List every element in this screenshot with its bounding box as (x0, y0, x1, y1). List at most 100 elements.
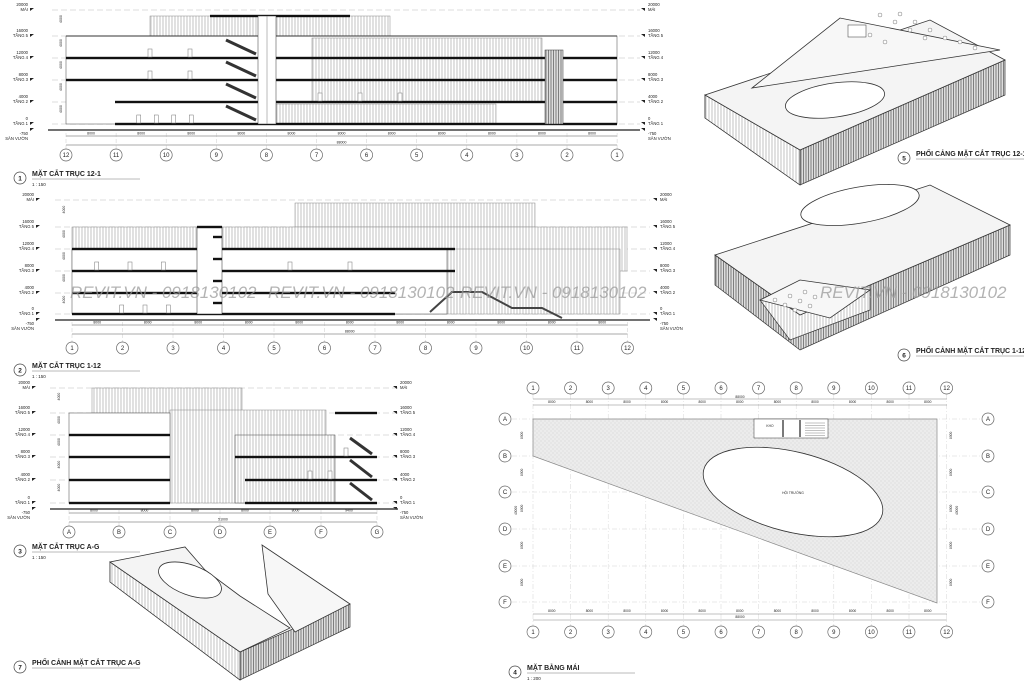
grid-label: 11 (906, 630, 913, 636)
grid-bubble (560, 148, 574, 162)
grid-bubble (610, 148, 624, 162)
door (189, 114, 194, 124)
level-marker-icon (30, 128, 34, 131)
level-name: MÁI (660, 197, 667, 202)
level-name: TẦNG 1 (660, 311, 676, 316)
skylight-icon (867, 32, 873, 38)
level-marker-icon (641, 100, 645, 103)
bay-dim: 8000 (548, 400, 556, 404)
level-marker-icon (30, 122, 34, 125)
bay-dim: 8000 (245, 321, 253, 325)
door (343, 447, 349, 457)
grid-label: 10 (868, 630, 875, 636)
level-name: MÁI (21, 7, 28, 12)
view-title: MẶT CẮT TRỤC 12-1 (32, 169, 101, 178)
view-title: PHỐI CẢNH MẶT CẮT TRỤC A-G (32, 657, 141, 667)
grid-bubble (260, 148, 273, 162)
level-name: TẦNG 1 (13, 121, 29, 126)
level-marker-icon (393, 433, 397, 436)
level-name: TẦNG 2 (648, 99, 664, 104)
grid-bubble (59, 148, 73, 162)
level-elevation: 0 (400, 495, 403, 500)
level-name: TẦNG 5 (400, 410, 416, 415)
auditorium-roof (702, 446, 884, 538)
level-marker-icon (32, 507, 36, 510)
view-number-bubble (13, 544, 27, 558)
level-elevation: 8000 (400, 449, 410, 454)
level-elevation: 20000 (648, 2, 660, 7)
bay-dim: 8000 (141, 509, 149, 513)
grid-bubble (570, 341, 584, 355)
level-marker-icon (36, 247, 40, 250)
grid-label: 7 (315, 153, 319, 159)
level-name: TẦNG 3 (648, 77, 664, 82)
level-elevation: 4000 (400, 472, 410, 477)
bay-dim: 8000 (887, 609, 895, 613)
grid-bubble (564, 625, 577, 639)
grid-bubble (902, 381, 916, 395)
bay-dim: 8000 (288, 132, 296, 136)
grid-label: 1 (615, 153, 619, 159)
door (287, 261, 293, 271)
bay-dim: 8000 (661, 400, 669, 404)
level-name: TẦNG 5 (660, 224, 676, 229)
grid-bubble (677, 381, 690, 395)
grid-bubble (639, 625, 653, 639)
grid-bubble (469, 341, 483, 355)
grid-bubble (360, 148, 373, 162)
view-title: PHỐI CẢNG MẶT CẮT TRỤC 12-1 (916, 148, 1024, 158)
level-elevation: 8000 (25, 263, 35, 268)
grid-label: A (986, 417, 990, 423)
floor-slab (115, 100, 617, 104)
bay-dim: 8000 (924, 609, 932, 613)
door (347, 261, 353, 271)
floor-slab (213, 279, 222, 283)
door (154, 114, 159, 124)
level-elevation: 12000 (18, 427, 30, 432)
view-title: PHỐI CẢNH MẶT CẮT TRỤC 1-12 (916, 345, 1024, 355)
bay-dim: 8000 (736, 609, 744, 613)
bay-dim: 8000 (849, 400, 857, 404)
level-marker-icon (641, 8, 645, 11)
skylight-icon (972, 45, 978, 51)
level-name: SÂN VƯỜN (5, 136, 28, 141)
level-marker-icon (32, 478, 36, 481)
grid-bubble (498, 559, 512, 573)
total-dim: 51000 (218, 518, 228, 522)
bay-dim: 8000 (548, 321, 556, 325)
level-elevation: 0 (26, 116, 29, 121)
door (166, 304, 171, 314)
view-number: 1 (18, 176, 22, 183)
grid-bubble (940, 625, 953, 639)
bay-dim: 8000 (949, 468, 953, 476)
level-elevation: 16000 (400, 405, 412, 410)
level-dim: 4000 (62, 206, 66, 214)
auditorium-drum (785, 81, 885, 119)
bay-dim: 8000 (774, 400, 782, 404)
grid-bubble (62, 525, 76, 539)
bay-dim: 8000 (187, 132, 195, 136)
level-marker-icon (393, 478, 397, 481)
level-elevation: 4000 (660, 285, 670, 290)
level-name: MÁI (23, 385, 30, 390)
view-number: 3 (18, 549, 22, 556)
level-marker-icon (653, 318, 657, 321)
level-marker-icon (36, 198, 40, 201)
level-marker-icon (30, 100, 34, 103)
grid-label: 4 (465, 153, 469, 159)
level-marker-icon (30, 78, 34, 81)
stair-flight (225, 82, 257, 100)
door (136, 114, 141, 124)
level-elevation: 4000 (25, 285, 35, 290)
grid-bubble (267, 341, 281, 355)
grid-bubble (163, 525, 177, 539)
bay-dim: 8000 (93, 321, 101, 325)
bay-dim: 8000 (295, 321, 303, 325)
watermark-text: REVIT.VN - 0918130102 (70, 283, 257, 302)
view-number-bubble (13, 171, 27, 185)
level-marker-icon (653, 198, 657, 201)
skylight-icon (792, 307, 798, 313)
